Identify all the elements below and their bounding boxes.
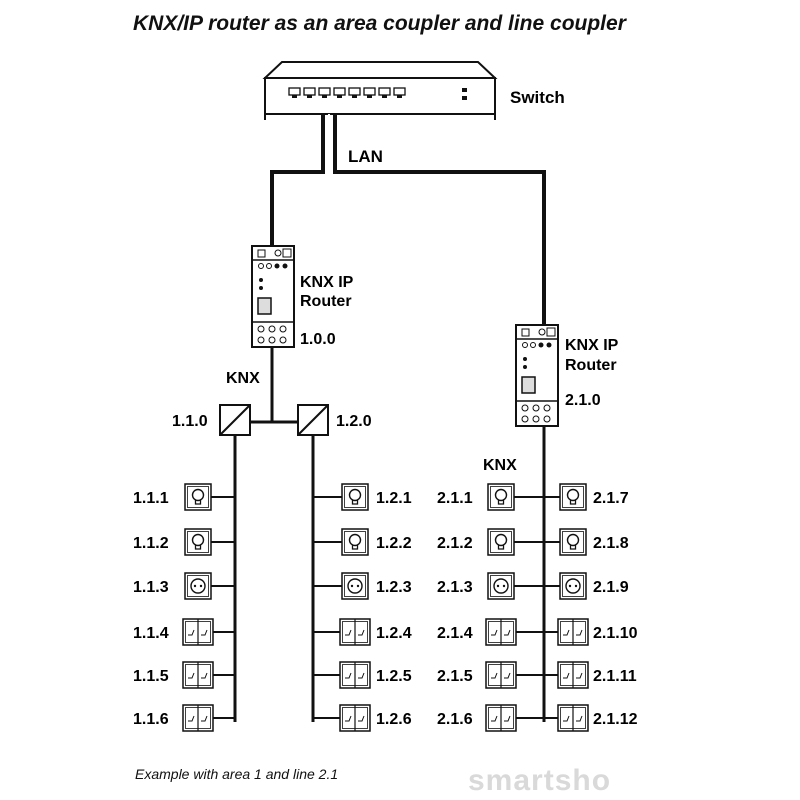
switch-port bbox=[333, 87, 346, 96]
device-address-label: 2.1.8 bbox=[593, 535, 629, 552]
push-button-icon bbox=[339, 661, 371, 689]
diagram-title: KNX/IP router as an area coupler and lin… bbox=[133, 12, 626, 35]
lamp-icon bbox=[559, 528, 587, 556]
push-button-icon bbox=[339, 704, 371, 732]
socket-icon bbox=[559, 572, 587, 600]
lamp-icon bbox=[559, 483, 587, 511]
device-address-label: 2.1.10 bbox=[593, 625, 638, 642]
lan-cable bbox=[270, 114, 546, 325]
switch-port bbox=[363, 87, 376, 96]
router-2-name-line2: Router bbox=[565, 357, 617, 374]
lamp-icon bbox=[487, 528, 515, 556]
device-address-label: 2.1.12 bbox=[593, 711, 638, 728]
knx-ip-router-1 bbox=[251, 245, 295, 348]
device-address-label: 2.1.4 bbox=[437, 625, 473, 642]
socket-icon bbox=[487, 572, 515, 600]
device-address-label: 2.1.2 bbox=[437, 535, 473, 552]
device-address-label: 1.1.2 bbox=[133, 535, 169, 552]
router-1-address: 1.0.0 bbox=[300, 331, 336, 348]
push-button-icon bbox=[485, 704, 517, 732]
device-address-label: 1.2.4 bbox=[376, 625, 412, 642]
socket-icon bbox=[341, 572, 369, 600]
switch-port bbox=[378, 87, 391, 96]
push-button-icon bbox=[182, 618, 214, 646]
push-button-icon bbox=[557, 618, 589, 646]
device-address-label: 1.2.2 bbox=[376, 535, 412, 552]
push-button-icon bbox=[557, 661, 589, 689]
router-2-address: 2.1.0 bbox=[565, 392, 601, 409]
area-1-bus bbox=[250, 347, 298, 424]
switch-port bbox=[303, 87, 316, 96]
device-address-label: 2.1.1 bbox=[437, 490, 473, 507]
switch-port bbox=[348, 87, 361, 96]
device-address-label: 2.1.9 bbox=[593, 579, 629, 596]
router-1-name-line1: KNX IP bbox=[300, 274, 354, 291]
device-address-label: 1.1.1 bbox=[133, 490, 169, 507]
device-address-label: 2.1.6 bbox=[437, 711, 473, 728]
lamp-icon bbox=[341, 528, 369, 556]
switch-port bbox=[318, 87, 331, 96]
caption: Example with area 1 and line 2.1 bbox=[135, 766, 339, 782]
device-address-label: 1.1.5 bbox=[133, 668, 169, 685]
device-address-label: 1.2.6 bbox=[376, 711, 412, 728]
lamp-icon bbox=[341, 483, 369, 511]
device-address-label: 2.1.11 bbox=[593, 668, 637, 685]
lamp-icon bbox=[184, 483, 212, 511]
lamp-icon bbox=[184, 528, 212, 556]
push-button-icon bbox=[485, 618, 517, 646]
socket-icon bbox=[184, 572, 212, 600]
switch-ports bbox=[288, 87, 406, 98]
ethernet-switch bbox=[262, 61, 498, 120]
lan-label: LAN bbox=[348, 147, 383, 166]
device-groups: 1.1.1 1.1.2 1.1.3 1.1.4 1.1.5 1.1.6 1.2.1 1.2.2… bbox=[133, 483, 638, 732]
device-address-label: 1.2.1 bbox=[376, 490, 412, 507]
device-address-label: 1.1.3 bbox=[133, 579, 169, 596]
push-button-icon bbox=[182, 704, 214, 732]
device-address-label: 1.1.6 bbox=[133, 711, 169, 728]
knx-label-2: KNX bbox=[483, 457, 517, 474]
push-button-icon bbox=[557, 704, 589, 732]
router-1-name-line2: Router bbox=[300, 293, 352, 310]
watermark: smartsho bbox=[468, 764, 612, 797]
device-address-label: 1.2.3 bbox=[376, 579, 412, 596]
switch-port bbox=[393, 87, 406, 96]
knx-ip-router-2 bbox=[515, 324, 559, 427]
device-address-label: 2.1.7 bbox=[593, 490, 629, 507]
knx-label-1: KNX bbox=[226, 370, 260, 387]
push-button-icon bbox=[485, 661, 517, 689]
switch-label: Switch bbox=[510, 88, 565, 107]
lamp-icon bbox=[487, 483, 515, 511]
device-address-label: 2.1.3 bbox=[437, 579, 473, 596]
push-button-icon bbox=[339, 618, 371, 646]
device-address-label: 2.1.5 bbox=[437, 668, 473, 685]
push-button-icon bbox=[182, 661, 214, 689]
line-coupler-1-2-0-label: 1.2.0 bbox=[336, 413, 372, 430]
router-2-name-line1: KNX IP bbox=[565, 337, 619, 354]
device-address-label: 1.1.4 bbox=[133, 625, 169, 642]
device-address-label: 1.2.5 bbox=[376, 668, 412, 685]
switch-port bbox=[288, 87, 301, 96]
line-coupler-1-1-0-label: 1.1.0 bbox=[172, 413, 208, 430]
